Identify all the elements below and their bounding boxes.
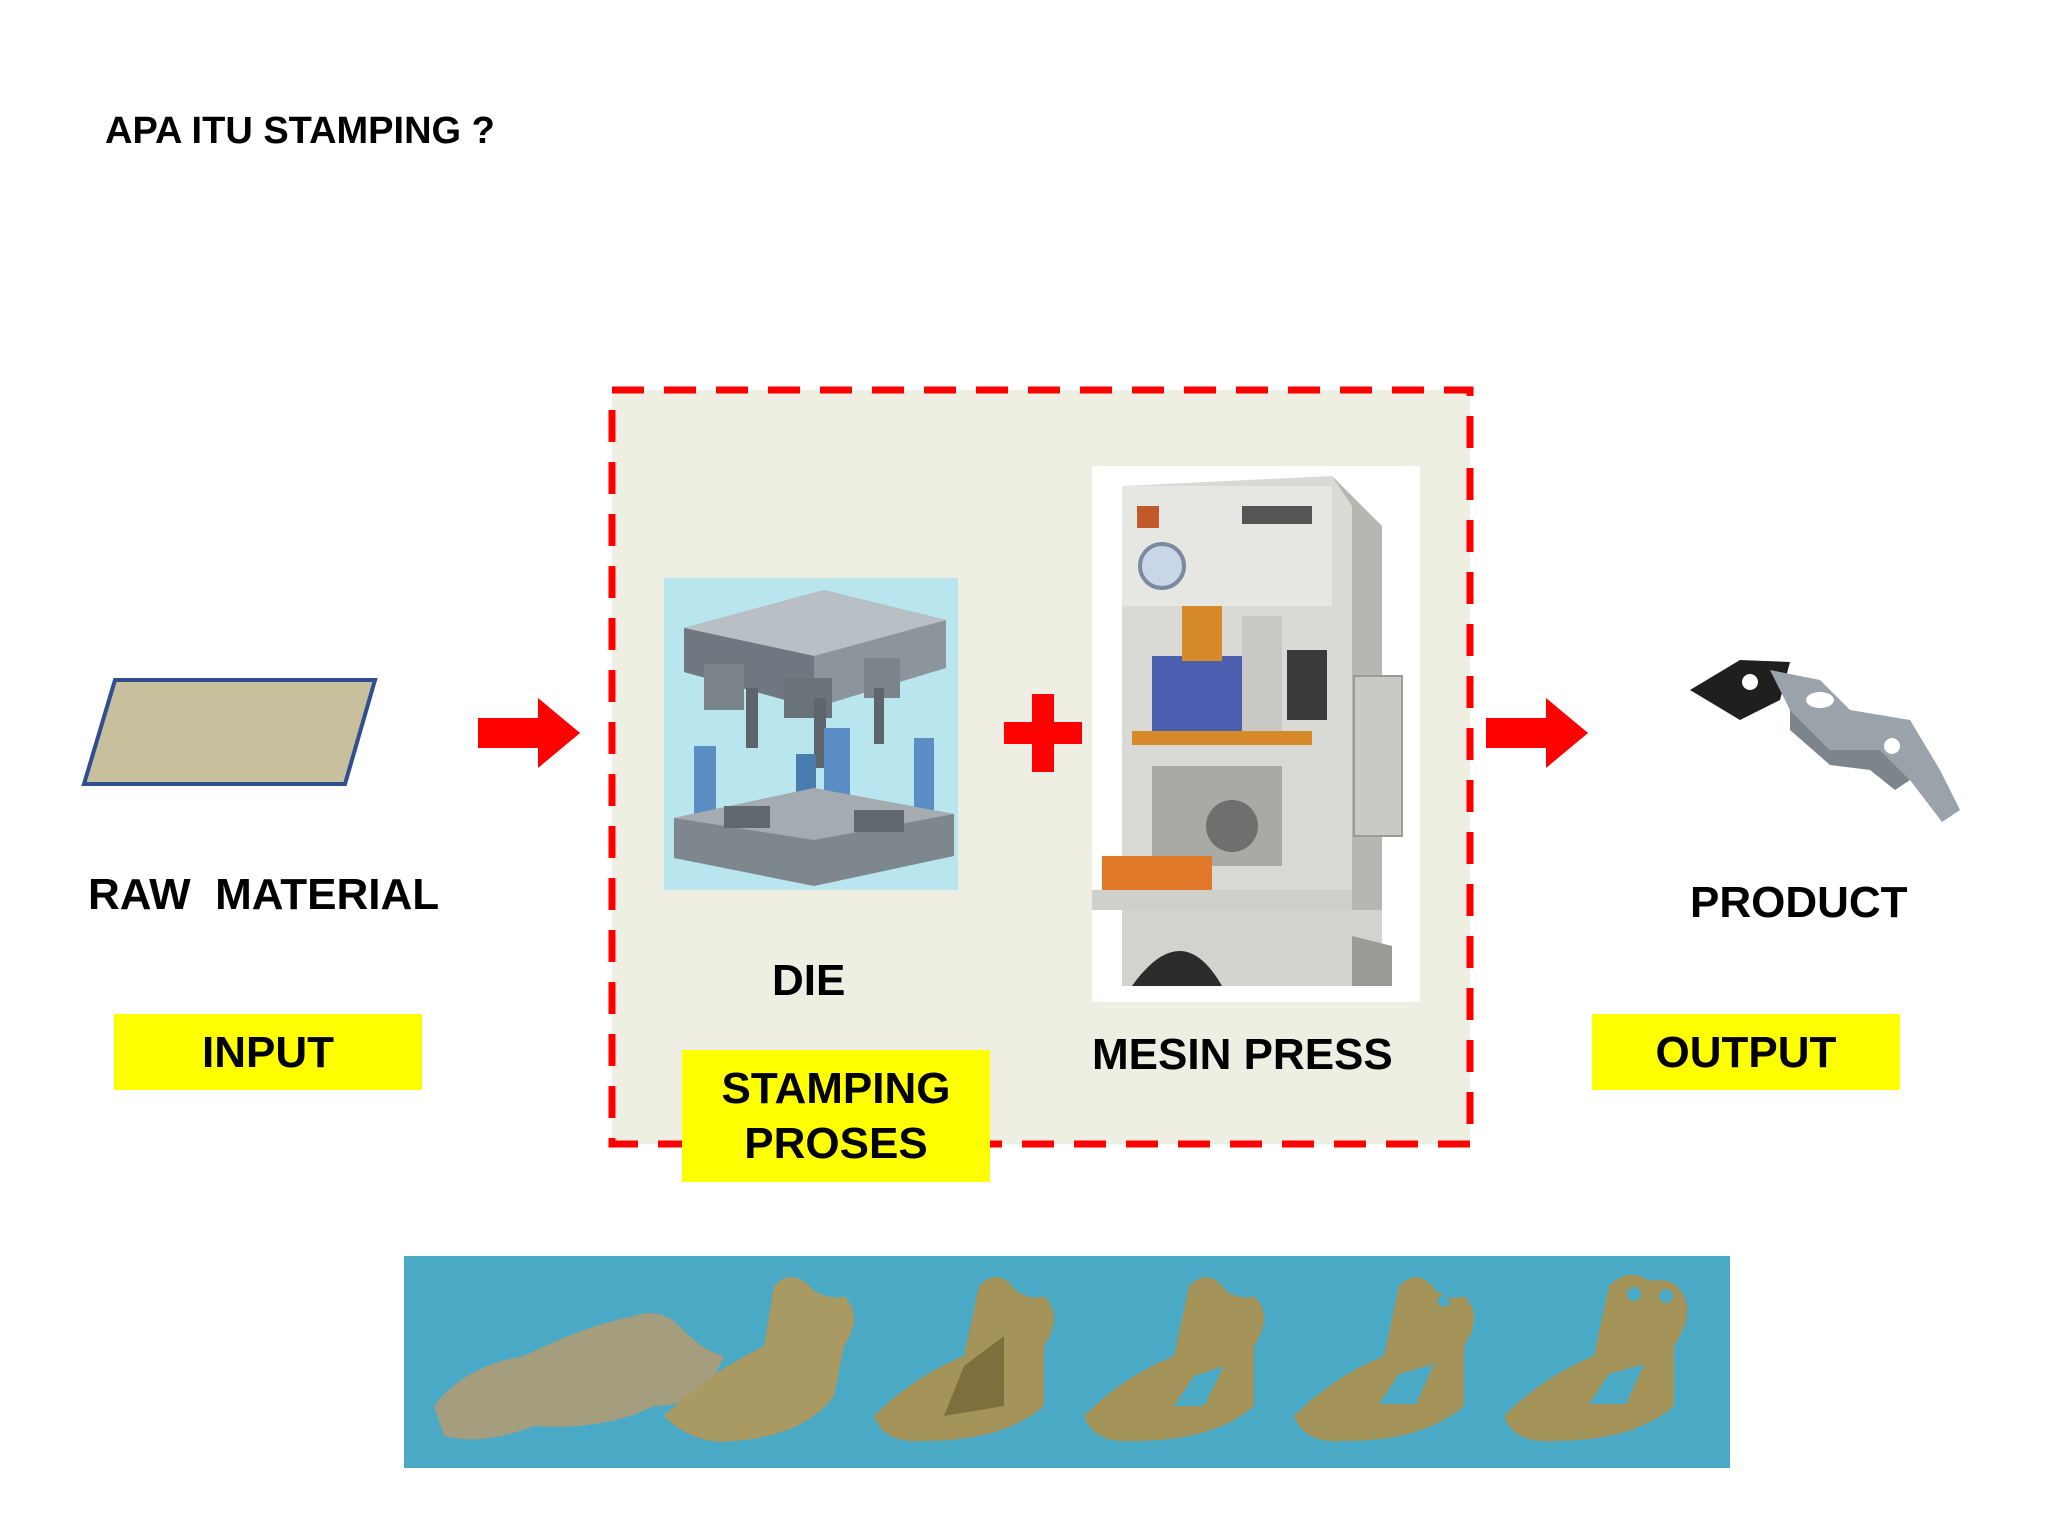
slide-title: APA ITU STAMPING ?: [105, 110, 495, 152]
press-machine-image: [1092, 466, 1420, 1002]
output-tag: OUTPUT: [1592, 1014, 1900, 1090]
raw-material-sheet: [81, 678, 378, 786]
input-tag: INPUT: [114, 1014, 422, 1090]
stamping-process-tag: STAMPING PROSES: [682, 1050, 990, 1182]
process-dashed-border: [608, 386, 1474, 1148]
arrow-right-icon: [1486, 698, 1588, 768]
stamping-process-tag-line1: STAMPING: [721, 1064, 951, 1113]
die-label: DIE: [772, 956, 846, 1005]
arrow-right-icon: [478, 698, 580, 768]
plus-icon: [1004, 694, 1082, 772]
product-label: PRODUCT: [1690, 878, 1908, 927]
stamping-process-tag-line2: PROSES: [744, 1119, 928, 1168]
product-image: [1690, 660, 1960, 822]
raw-material-label: RAW MATERIAL: [88, 870, 440, 919]
die-image: [664, 578, 958, 890]
stamping-progression-strip: [404, 1256, 1730, 1468]
press-label: MESIN PRESS: [1092, 1030, 1393, 1079]
